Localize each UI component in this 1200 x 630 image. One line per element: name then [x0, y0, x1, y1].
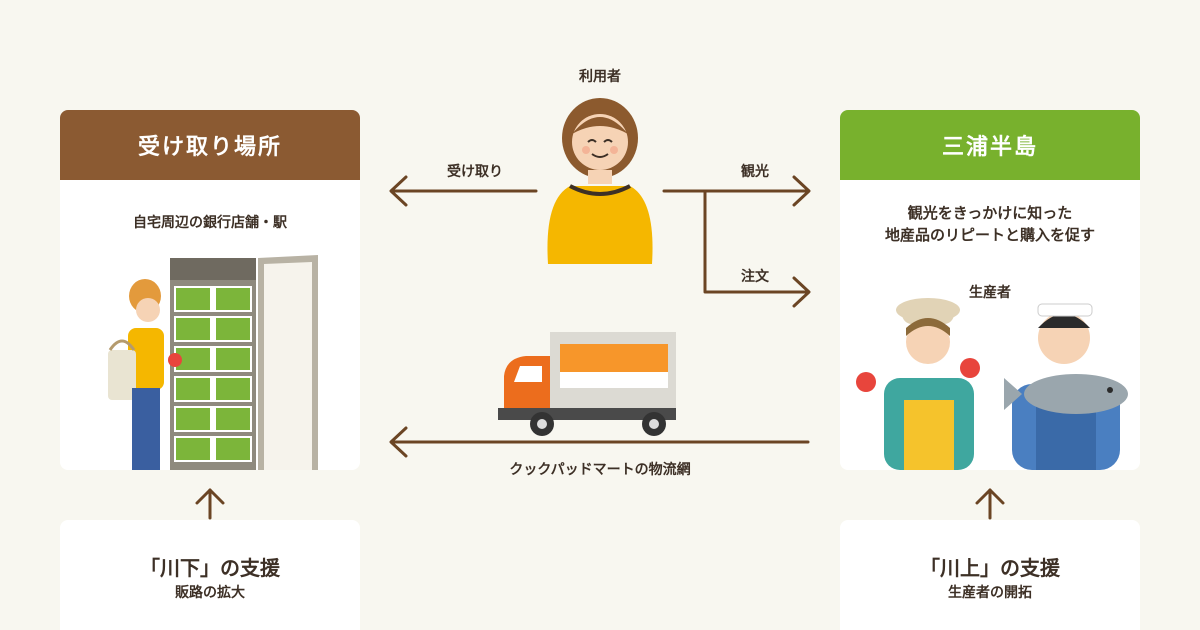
miura-peninsula-title: 三浦半島	[840, 110, 1140, 180]
pickup-arrow-label: 受け取り	[447, 164, 503, 180]
miura-description-line2: 地産品のリピートと購入を促す	[884, 226, 1095, 244]
downstream-support-card: 「川下」の支援 販路の拡大	[60, 520, 360, 630]
tourism-arrow-label: 観光	[741, 164, 769, 180]
pickup-location-subtitle: 自宅周辺の銀行店舗・駅	[133, 215, 287, 231]
producer-label: 生産者	[969, 285, 1011, 301]
miura-description-line1: 観光をきっかけに知った	[907, 204, 1073, 222]
user-label: 利用者	[579, 69, 621, 85]
miura-peninsula-card: 三浦半島 観光をきっかけに知った 地産品のリピートと購入を促す 生産者	[840, 110, 1140, 470]
logistics-arrow-label: クックパッドマートの物流網	[509, 462, 691, 478]
user-illustration	[547, 98, 653, 264]
order-arrow-label: 注文	[741, 269, 769, 285]
upstream-support-title: 「川上」の支援	[920, 556, 1060, 580]
downstream-support-subtitle: 販路の拡大	[175, 585, 245, 601]
pickup-location-card: 受け取り場所 自宅周辺の銀行店舗・駅	[60, 110, 360, 470]
producers-illustration	[856, 298, 1128, 470]
downstream-support-title: 「川下」の支援	[140, 556, 280, 580]
upstream-support-card: 「川上」の支援 生産者の開拓	[840, 520, 1140, 630]
locker-illustration	[108, 255, 318, 470]
pickup-location-title: 受け取り場所	[60, 110, 360, 180]
upstream-support-subtitle: 生産者の開拓	[948, 585, 1032, 601]
delivery-truck-icon	[498, 332, 676, 436]
